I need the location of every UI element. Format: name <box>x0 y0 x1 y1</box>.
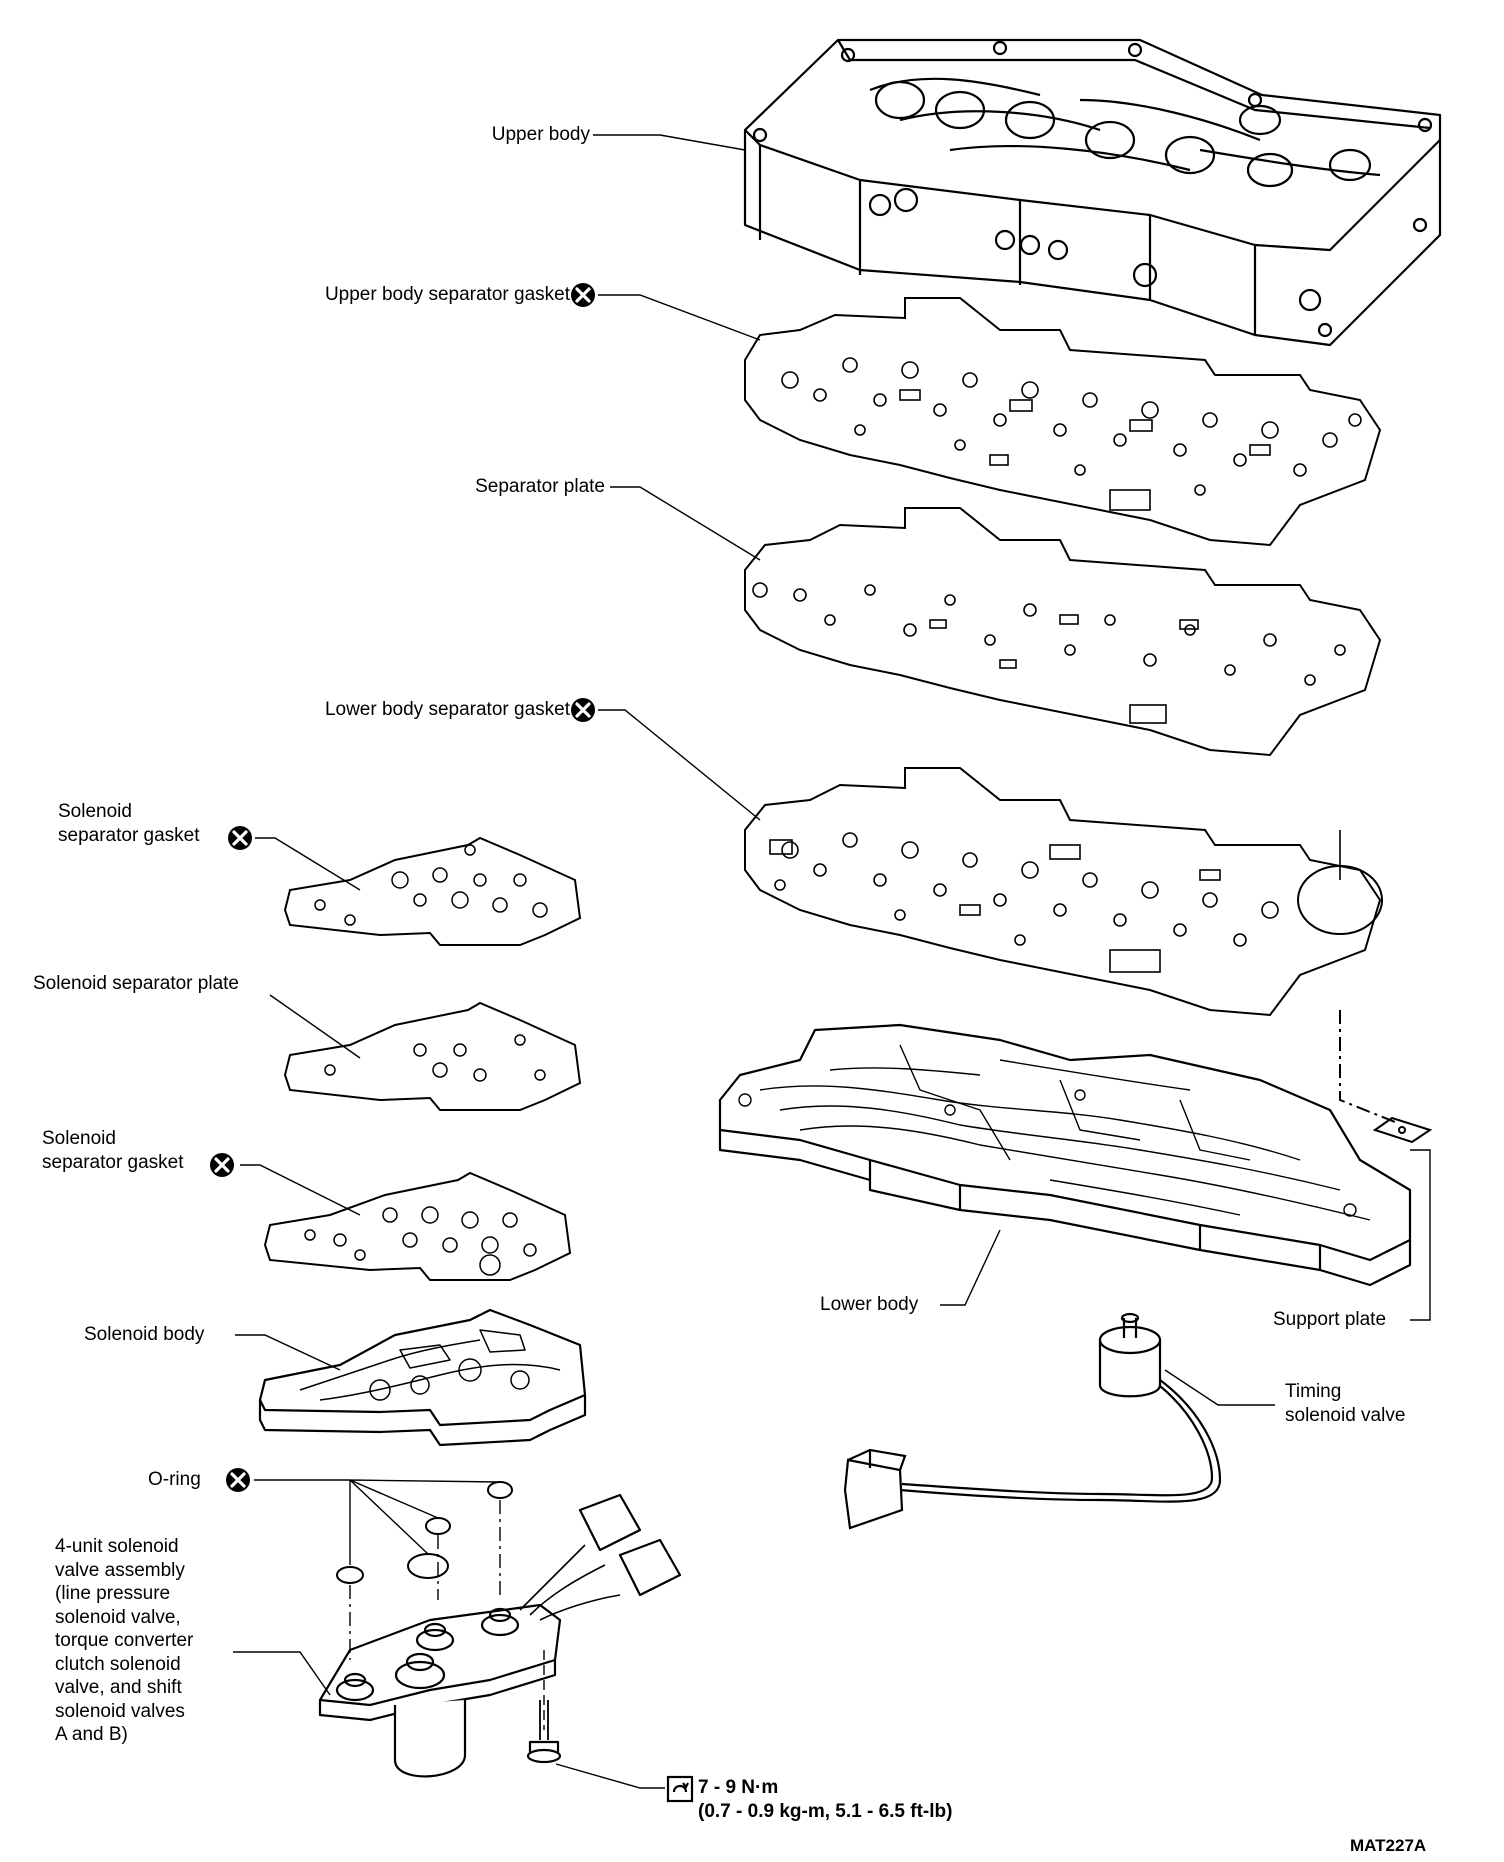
torque-line-1: 7 - 9 N·m <box>698 1777 779 1798</box>
lower-gasket-part <box>744 767 1383 1017</box>
upper-body-part <box>743 38 1442 347</box>
do-not-reuse-icon <box>569 696 597 724</box>
solenoid-sep-plate-part <box>283 1001 582 1111</box>
label-upper-gasket: Upper body separator gasket <box>324 284 570 305</box>
do-not-reuse-icon <box>569 281 597 309</box>
label-upper-body: Upper body <box>491 124 590 145</box>
do-not-reuse-icon <box>208 1151 236 1179</box>
label-timing-solenoid: Timing solenoid valve <box>1285 1381 1406 1426</box>
leader-lines <box>233 134 1431 1789</box>
torque-icon <box>666 1775 694 1803</box>
support-plate-part <box>1339 830 1433 1144</box>
label-lower-gasket: Lower body separator gasket <box>324 699 570 720</box>
label-solenoid-gasket-2: Solenoid separator gasket <box>42 1128 184 1173</box>
solenoid-gasket-1-part <box>283 836 582 946</box>
label-o-ring: O-ring <box>148 1469 201 1490</box>
label-solenoid-body: Solenoid body <box>84 1324 205 1345</box>
label-lower-body: Lower body <box>820 1294 919 1315</box>
label-separator-plate: Separator plate <box>475 476 605 497</box>
upper-gasket-part <box>744 297 1382 547</box>
solenoid-gasket-2-part <box>263 1171 572 1281</box>
lower-body-part <box>718 1023 1412 1287</box>
do-not-reuse-icon <box>226 824 254 852</box>
label-support-plate: Support plate <box>1273 1309 1387 1330</box>
o-rings <box>336 1481 513 1584</box>
separator-plate-part <box>744 507 1382 757</box>
figure-code: MAT227A <box>1350 1836 1427 1855</box>
label-solenoid-sep-plate: Solenoid separator plate <box>33 973 239 994</box>
timing-solenoid-part <box>843 1312 1222 1530</box>
four-unit-solenoid-part <box>318 1493 682 1778</box>
label-solenoid-gasket-1: Solenoid separator gasket <box>58 801 200 846</box>
solenoid-body-part <box>258 1308 587 1447</box>
torque-line-2: (0.7 - 0.9 kg-m, 5.1 - 6.5 ft-lb) <box>698 1801 953 1822</box>
label-four-unit-solenoid: 4-unit solenoid valve assembly (line pre… <box>55 1536 194 1745</box>
do-not-reuse-icon <box>224 1466 252 1494</box>
torque-spec: 7 - 9 N·m (0.7 - 0.9 kg-m, 5.1 - 6.5 ft-… <box>698 1776 952 1824</box>
